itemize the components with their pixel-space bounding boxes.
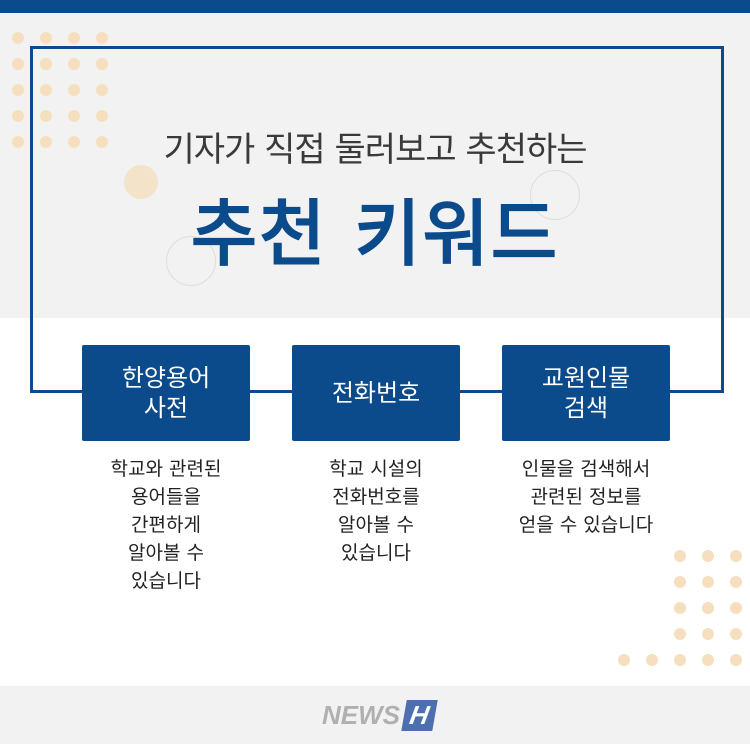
dot — [730, 602, 742, 614]
dot — [702, 628, 714, 640]
dot — [12, 84, 24, 96]
dot — [730, 654, 742, 666]
dot — [730, 628, 742, 640]
dot — [40, 110, 52, 122]
desc-line: 알아볼 수 — [338, 514, 414, 536]
dot — [12, 58, 24, 70]
decorative-ring — [530, 170, 580, 220]
dot — [96, 58, 108, 70]
dot — [40, 58, 52, 70]
dot — [96, 110, 108, 122]
desc-line: 관련된 정보를 — [530, 486, 642, 508]
dot — [702, 654, 714, 666]
newsh-logo: NEWS H — [322, 700, 438, 731]
desc-line: 얻을 수 있습니다 — [518, 514, 654, 536]
desc-line: 인물을 검색해서 — [521, 458, 651, 480]
dot — [702, 602, 714, 614]
dot — [68, 32, 80, 44]
dot — [702, 576, 714, 588]
dot — [702, 550, 714, 562]
desc-line: 학교 시설의 — [329, 458, 423, 480]
keyword-label: 한양용어 — [121, 364, 211, 392]
dot — [674, 654, 686, 666]
dot — [40, 84, 52, 96]
logo-text: NEWS — [322, 700, 400, 730]
dot — [618, 654, 630, 666]
dot — [674, 628, 686, 640]
keyword-label: 사전 — [143, 394, 189, 422]
dot — [674, 602, 686, 614]
top-bar — [0, 0, 750, 13]
dot — [730, 576, 742, 588]
dot — [730, 550, 742, 562]
decorative-circle — [124, 165, 158, 199]
keyword-label: 검색 — [563, 394, 609, 422]
keyword-button-phone[interactable]: 전화번호 — [292, 345, 460, 441]
page-title: 추천 키워드 — [190, 192, 560, 276]
desc-line: 용어들을 — [131, 486, 201, 508]
header-background — [0, 13, 750, 318]
dot — [646, 654, 658, 666]
desc-line: 있습니다 — [131, 570, 201, 592]
desc-line: 알아볼 수 — [128, 542, 204, 564]
logo-mark: H — [401, 700, 438, 731]
dot — [68, 58, 80, 70]
decorative-ring — [166, 236, 216, 286]
dot — [40, 32, 52, 44]
desc-line: 간편하게 — [131, 514, 201, 536]
keyword-label: 전화번호 — [331, 379, 421, 407]
dot — [96, 32, 108, 44]
desc-line: 학교와 관련된 — [110, 458, 222, 480]
dot — [674, 550, 686, 562]
dot — [674, 576, 686, 588]
dot — [40, 136, 52, 148]
desc-line: 전화번호를 — [332, 486, 420, 508]
dot — [12, 136, 24, 148]
dot — [12, 110, 24, 122]
footer — [0, 686, 750, 744]
dot — [96, 136, 108, 148]
dot — [68, 84, 80, 96]
keyword-label: 교원인물 — [541, 364, 631, 392]
dot — [68, 110, 80, 122]
dot — [96, 84, 108, 96]
dot — [12, 32, 24, 44]
dot — [68, 136, 80, 148]
subtitle: 기자가 직접 둘러보고 추천하는 — [163, 130, 587, 170]
desc-line: 있습니다 — [341, 542, 411, 564]
